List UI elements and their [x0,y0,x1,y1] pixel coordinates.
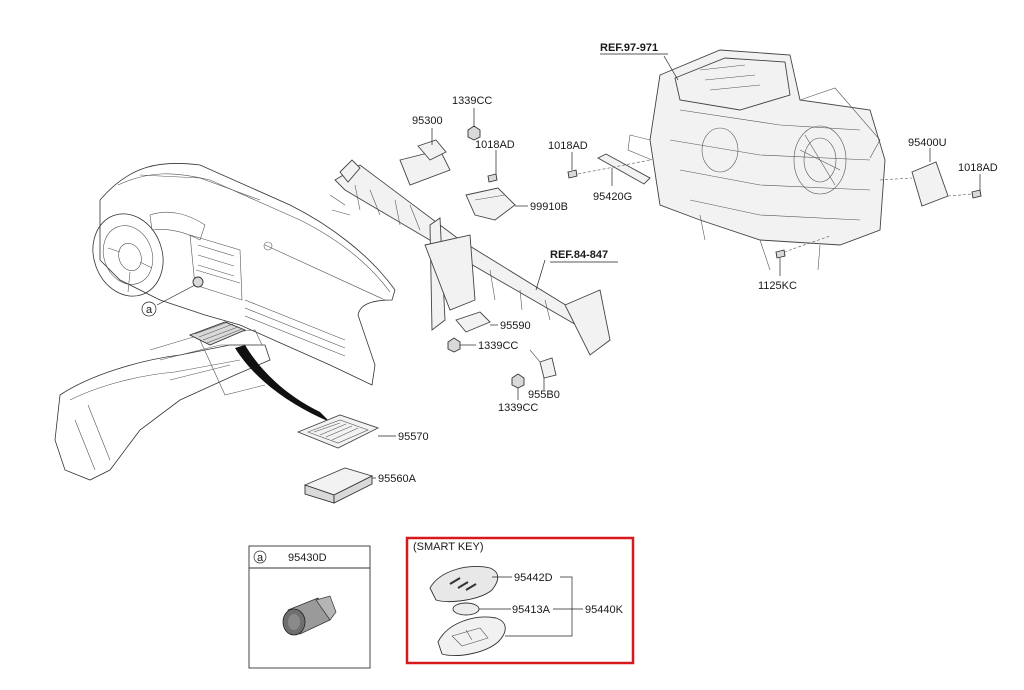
nut-1339cc-mid [447,337,461,353]
smart-key-title: (SMART KEY) [413,541,484,553]
nut-1339cc-bot [511,373,525,389]
part-95570-illustration [296,414,380,449]
detail-callout-label: a [257,552,264,564]
label-1339cc-bot: 1339CC [498,402,538,414]
label-95440k: 95440K [585,604,624,616]
label-99910b: 99910B [530,201,568,213]
detail-callout-circle [253,550,267,564]
callout-a-label: a [146,304,153,316]
label-955b0: 955B0 [528,389,560,401]
label-95413a: 95413A [512,604,551,616]
dashboard-illustration [54,162,396,481]
part-95300-illustration [417,125,481,161]
label-95590: 95590 [500,320,531,332]
label-ref-84-847: REF.84-847 [550,249,608,261]
part-95560a-illustration [303,467,374,504]
label-1339cc-mid: 1339CC [478,340,518,352]
label-1018ad-mid: 1018AD [475,139,515,151]
label-95570: 95570 [398,431,429,443]
part-95442d-illustration [429,565,499,602]
label-1125kc: 1125KC [758,280,797,292]
label-1018ad-right: 1018AD [958,162,998,174]
label-ref-97-971: REF.97-971 [600,42,658,54]
cowl-crossbar-illustration [329,149,611,379]
label-1339cc-top: 1339CC [452,95,492,107]
part-95420g-illustration [567,153,651,185]
label-95300: 95300 [412,115,443,127]
part-95442d-base-illustration [437,616,506,656]
callout-a-circle [141,301,157,317]
label-95442d: 95442D [514,572,553,584]
label-1018ad-left: 1018AD [548,140,588,152]
label-95400u: 95400U [908,137,947,149]
label-95560a: 95560A [378,473,417,485]
part-99910b-illustration [465,173,516,221]
bolt-1125kc [775,249,786,259]
part-95430d-illustration [282,595,337,636]
label-95430d: 95430D [288,552,327,564]
label-95420g: 95420G [593,191,632,203]
hvac-unit-illustration [627,49,886,271]
smart-key-box: (SMART KEY) 95442D 95413A 95440K [405,536,635,665]
part-95413a-illustration [452,602,480,616]
detail-box-a: a 95430D [248,545,371,669]
